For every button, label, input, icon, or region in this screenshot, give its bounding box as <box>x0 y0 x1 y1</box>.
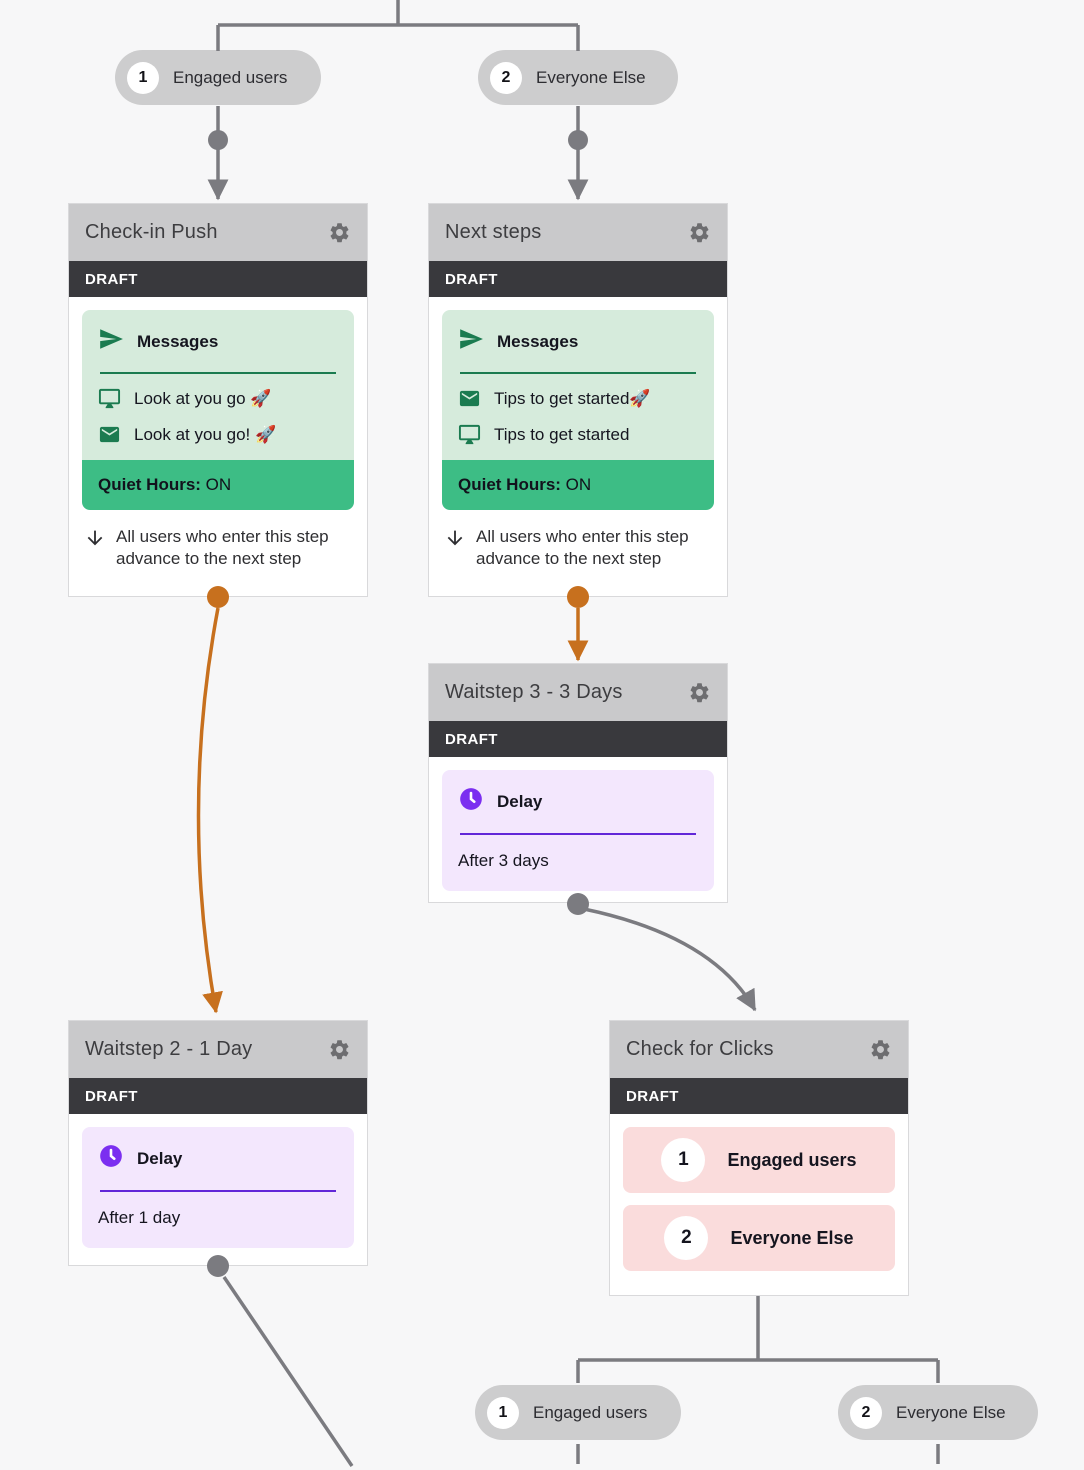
branch-number-badge: 1 <box>487 1396 519 1429</box>
card-body: 1 Engaged users 2 Everyone Else <box>610 1114 908 1296</box>
delay-value: After 3 days <box>458 851 549 870</box>
arrow-down-icon <box>444 527 466 571</box>
branch-pill-label: Engaged users <box>173 67 288 87</box>
gear-icon[interactable] <box>869 1038 892 1061</box>
status-badge: DRAFT <box>69 261 367 297</box>
messages-panel-title: Messages <box>497 331 579 351</box>
node-card-waitstep-3[interactable]: Waitstep 3 - 3 Days DRAFT Delay After 3 … <box>428 663 728 903</box>
paper-plane-icon <box>98 326 124 357</box>
messages-panel-title: Messages <box>137 331 219 351</box>
branch-number-badge: 2 <box>850 1396 882 1429</box>
node-card-waitstep-2[interactable]: Waitstep 2 - 1 Day DRAFT Delay After 1 d… <box>68 1020 368 1266</box>
quiet-hours-bar: Quiet Hours: ON <box>442 460 714 510</box>
card-body: Messages Tips to get started🚀 Tips to ge… <box>429 297 727 584</box>
quiet-hours-value: ON <box>560 475 592 494</box>
message-item-label: Tips to get started <box>494 424 630 444</box>
node-card-next-steps[interactable]: Next steps DRAFT Messages Tips to get st… <box>428 203 728 597</box>
messages-panel: Messages Tips to get started🚀 Tips to ge… <box>442 310 714 460</box>
node-card-check-in-push[interactable]: Check-in Push DRAFT Messages Look at you… <box>68 203 368 597</box>
advance-note: All users who enter this step advance to… <box>444 526 712 571</box>
delay-panel-title: Delay <box>497 791 543 811</box>
branch-pill-label: Everyone Else <box>896 1402 1006 1422</box>
quiet-hours-value: ON <box>200 475 232 494</box>
messages-panel: Messages Look at you go 🚀 Look at you go… <box>82 310 354 460</box>
message-item: Look at you go! 🚀 <box>98 423 338 446</box>
status-badge: DRAFT <box>429 721 727 757</box>
paper-plane-icon <box>458 326 484 357</box>
divider <box>100 1190 336 1192</box>
clock-icon <box>98 1143 124 1174</box>
branch-number-badge: 2 <box>664 1216 709 1260</box>
branch-pill-everyone-else-top[interactable]: 2 Everyone Else <box>478 50 678 105</box>
card-title: Waitstep 2 - 1 Day <box>85 1038 253 1060</box>
delay-panel-title: Delay <box>137 1148 183 1168</box>
card-body: Messages Look at you go 🚀 Look at you go… <box>69 297 367 584</box>
quiet-hours-label: Quiet Hours: <box>98 475 201 494</box>
message-item: Tips to get started🚀 <box>458 387 698 410</box>
envelope-icon <box>458 387 481 410</box>
gear-icon[interactable] <box>328 1038 351 1061</box>
split-branch-engaged-users[interactable]: 1 Engaged users <box>623 1127 895 1193</box>
advance-note: All users who enter this step advance to… <box>84 526 352 571</box>
card-title: Next steps <box>445 221 542 243</box>
card-header: Waitstep 3 - 3 Days <box>429 664 727 721</box>
quiet-hours-label: Quiet Hours: <box>458 475 561 494</box>
delay-value: After 1 day <box>98 1208 181 1227</box>
card-header: Check-in Push <box>69 204 367 261</box>
status-badge: DRAFT <box>610 1078 908 1114</box>
gear-icon[interactable] <box>688 221 711 244</box>
status-badge: DRAFT <box>429 261 727 297</box>
split-branch-everyone-else[interactable]: 2 Everyone Else <box>623 1205 895 1271</box>
card-header: Next steps <box>429 204 727 261</box>
branch-pill-everyone-else-bottom[interactable]: 2 Everyone Else <box>838 1385 1038 1440</box>
branch-label: Everyone Else <box>730 1227 854 1248</box>
message-item-label: Look at you go! 🚀 <box>134 424 277 444</box>
divider <box>460 833 696 835</box>
monitor-icon <box>98 387 121 410</box>
branch-number-badge: 2 <box>490 61 522 94</box>
quiet-hours-bar: Quiet Hours: ON <box>82 460 354 510</box>
message-item: Look at you go 🚀 <box>98 387 338 410</box>
card-title: Check for Clicks <box>626 1038 774 1060</box>
card-body: Delay After 1 day <box>69 1114 367 1261</box>
advance-note-text: All users who enter this step advance to… <box>476 527 689 569</box>
monitor-icon <box>458 423 481 446</box>
delay-panel: Delay After 3 days <box>442 770 714 891</box>
card-header: Waitstep 2 - 1 Day <box>69 1021 367 1078</box>
envelope-icon <box>98 423 121 446</box>
gear-icon[interactable] <box>328 221 351 244</box>
status-badge: DRAFT <box>69 1078 367 1114</box>
branch-pill-engaged-users-top[interactable]: 1 Engaged users <box>115 50 321 105</box>
divider <box>100 372 336 374</box>
divider <box>460 372 696 374</box>
advance-note-text: All users who enter this step advance to… <box>116 527 329 569</box>
arrow-down-icon <box>84 527 106 571</box>
branch-pill-label: Everyone Else <box>536 67 646 87</box>
message-item-label: Look at you go 🚀 <box>134 388 272 408</box>
card-title: Check-in Push <box>85 221 218 243</box>
card-title: Waitstep 3 - 3 Days <box>445 681 623 703</box>
branch-number-badge: 1 <box>127 61 159 94</box>
branch-pill-engaged-users-bottom[interactable]: 1 Engaged users <box>475 1385 681 1440</box>
card-header: Check for Clicks <box>610 1021 908 1078</box>
node-card-check-for-clicks[interactable]: Check for Clicks DRAFT 1 Engaged users 2… <box>609 1020 909 1296</box>
message-item: Tips to get started <box>458 423 698 446</box>
message-item-label: Tips to get started🚀 <box>494 388 651 408</box>
branch-label: Engaged users <box>727 1149 857 1170</box>
gear-icon[interactable] <box>688 681 711 704</box>
branch-pill-label: Engaged users <box>533 1402 648 1422</box>
branch-number-badge: 1 <box>661 1138 706 1182</box>
clock-icon <box>458 786 484 817</box>
delay-panel: Delay After 1 day <box>82 1127 354 1248</box>
card-body: Delay After 3 days <box>429 757 727 904</box>
